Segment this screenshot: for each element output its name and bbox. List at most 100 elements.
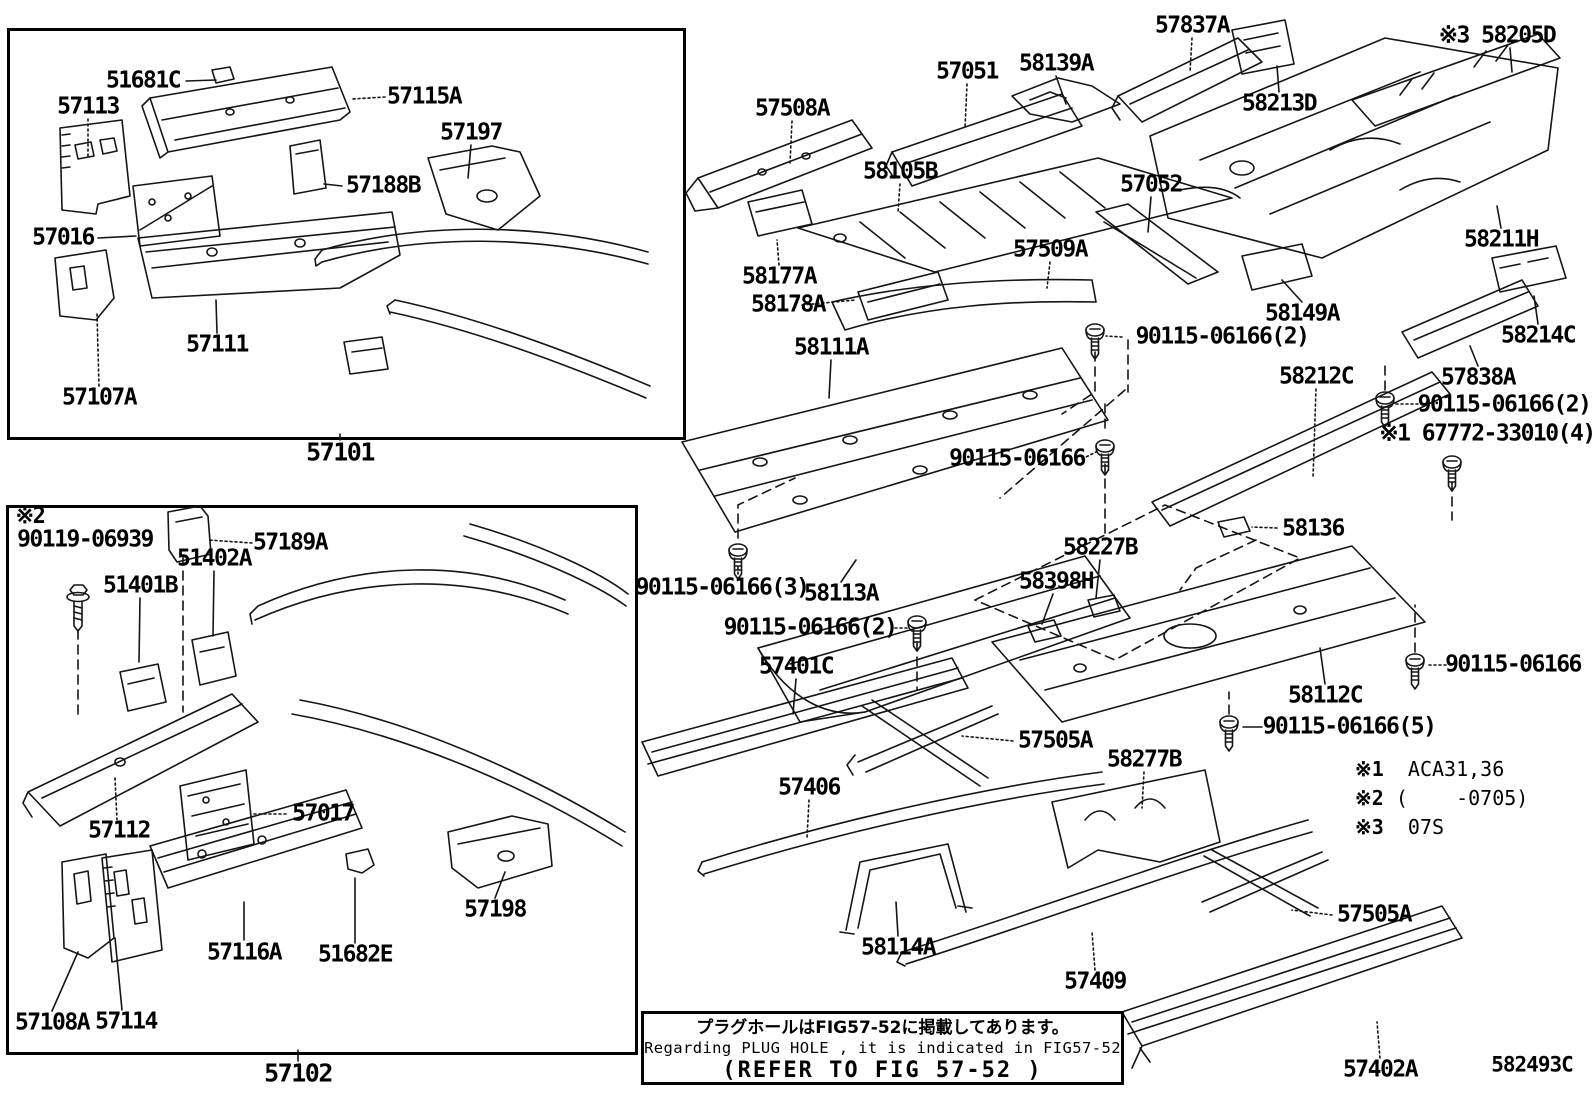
screw-icon-7 [1405,653,1425,690]
part-label-58112C: 58112C [1287,682,1364,709]
part-57406-drawing [697,771,1105,877]
part-58277B-drawing [1051,769,1221,869]
clip-58227B-drawing [1087,594,1121,618]
part-label-58277B: 58277B [1106,746,1183,773]
part-label-57052: 57052 [1120,171,1183,198]
part-label-90115-06166-2-top: 90115-06166(2) [1135,323,1310,350]
footnote-1-symbol: ※1 [1355,757,1384,781]
part-58205D-drawing [1351,33,1561,127]
footnote-3-text: 07S [1407,815,1445,839]
part-label-57115A: 57115A [386,83,463,110]
part-57401C-drawing [641,657,969,777]
part-label-90115-06166-3: 90115-06166(3) [635,574,810,601]
part-label-58212C: 58212C [1278,363,1355,390]
figure-code: 582493C [1491,1052,1574,1077]
part-label-67772-33010: ※1 67772-33010(4) [1379,420,1592,447]
part-label-57111: 57111 [186,331,249,358]
part-57052-drawing [1095,203,1219,285]
part-label-57102: 57102 [264,1058,333,1088]
part-57016-drawing [132,175,221,247]
part-label-58227B: 58227B [1062,534,1139,561]
part-57509A-drawing [831,278,1097,331]
part-58212C-drawing [1151,371,1451,527]
part-label-57505A: 57505A [1017,727,1094,754]
part-57189A-drawing [167,505,212,563]
part-label-57838A: 57838A [1440,364,1517,391]
group-box-57101 [7,28,686,440]
part-label-58139A: 58139A [1018,50,1095,77]
part-label-90115-06166-mid: 90115-06166 [949,445,1086,472]
footnote-2-symbol: ※2 [1355,786,1384,810]
note-line-english: Regarding PLUG HOLE , it is indicated in… [644,1039,1121,1057]
part-label-57113: 57113 [57,93,120,120]
part-label-90115-06166-2-left: 90115-06166(2) [723,614,898,641]
part-label-57116A: 57116A [206,939,283,966]
part-57113-drawing [59,119,131,215]
leader-lines-solid [51,47,1539,1062]
part-label-57508A: 57508A [754,95,831,122]
part-label-57112: 57112 [88,817,151,844]
part-label-57402A: 57402A [1342,1056,1419,1083]
part-label-57406: 57406 [778,774,841,801]
clip-58398H-drawing [1027,619,1062,643]
part-label-90119-06939: 90119-06939 [17,526,154,553]
part-label-57509A: 57509A [1012,236,1089,263]
part-51402A-drawing [191,631,237,686]
part-57402A-drawing [1121,905,1463,1069]
part-label-58113A: 58113A [803,580,880,607]
part-label-57189A: 57189A [252,529,329,556]
plug-hole-note-box: プラグホールはFIG57-52に掲載してあります。 Regarding PLUG… [641,1011,1124,1085]
footnote-2: ※2 ( -0705) [1355,786,1528,810]
part-57409-drawing [896,819,1313,967]
part-57017-drawing [179,769,255,861]
part-label-58149A: 58149A [1264,300,1341,327]
footnote-2-text: ( -0705) [1395,786,1529,810]
group-box-57102 [6,505,638,1055]
part-label-57188B: 57188B [345,172,422,199]
bolt-90119-06939-icon [66,584,90,632]
part-label-51402A: 51402A [176,545,253,572]
footnote-3-symbol: ※3 [1355,815,1384,839]
part-58213D-drawing [1231,19,1295,75]
part-label-58105B: 58105B [862,158,939,185]
part-58111A-drawing [681,347,1109,533]
part-label-57101: 57101 [306,437,375,467]
part-rear-floor-pan-drawing [1149,37,1559,259]
part-label-57016: 57016 [32,224,95,251]
part-57838A-drawing [1401,279,1539,359]
part-58177A-drawing [747,189,813,237]
part-label-90115-06166-5: 90115-06166(5) [1262,713,1437,740]
note-line-japanese: プラグホールはFIG57-52に掲載してあります。 [696,1018,1069,1038]
part-58149A-drawing [1241,243,1313,291]
part-58105B-drawing [797,157,1233,273]
part-label-58178A: 58178A [750,291,827,318]
part-57198-drawing [447,815,553,889]
part-57197-drawing [427,145,541,231]
part-label-58114A: 58114A [860,934,937,961]
part-51682E-drawing [345,848,375,874]
part-58178A-drawing [857,271,949,321]
marker-note2: ※2 [15,504,46,529]
part-label-57505A-2: 57505A [1336,901,1413,928]
part-57115A-drawing [141,66,351,159]
part-57505A-2-drawing [1201,849,1329,917]
part-label-58398H: 58398H [1018,568,1095,595]
part-57112-drawing [22,693,259,827]
part-label-58111A: 58111A [793,334,870,361]
part-label-58205D: ※3 58205D [1438,22,1557,49]
part-57508A-drawing [685,119,873,212]
footnote-1: ※1 ACA31,36 [1355,757,1504,781]
part-label-51682E: 51682E [317,941,394,968]
part-58114A-drawing [839,843,973,935]
clip-58136-drawing [1217,516,1251,538]
part-label-57108A: 57108A [14,1009,91,1036]
part-label-57401C: 57401C [758,653,835,680]
part-57837A-drawing [1111,37,1263,123]
part-rear-rails-drawing [249,523,629,847]
part-51401B-drawing [119,663,167,712]
part-label-58211H: 58211H [1463,226,1540,253]
footnote-3: ※3 07S [1355,815,1444,839]
part-58214C-drawing [1491,245,1567,293]
screw-icon-8 [1219,715,1239,752]
